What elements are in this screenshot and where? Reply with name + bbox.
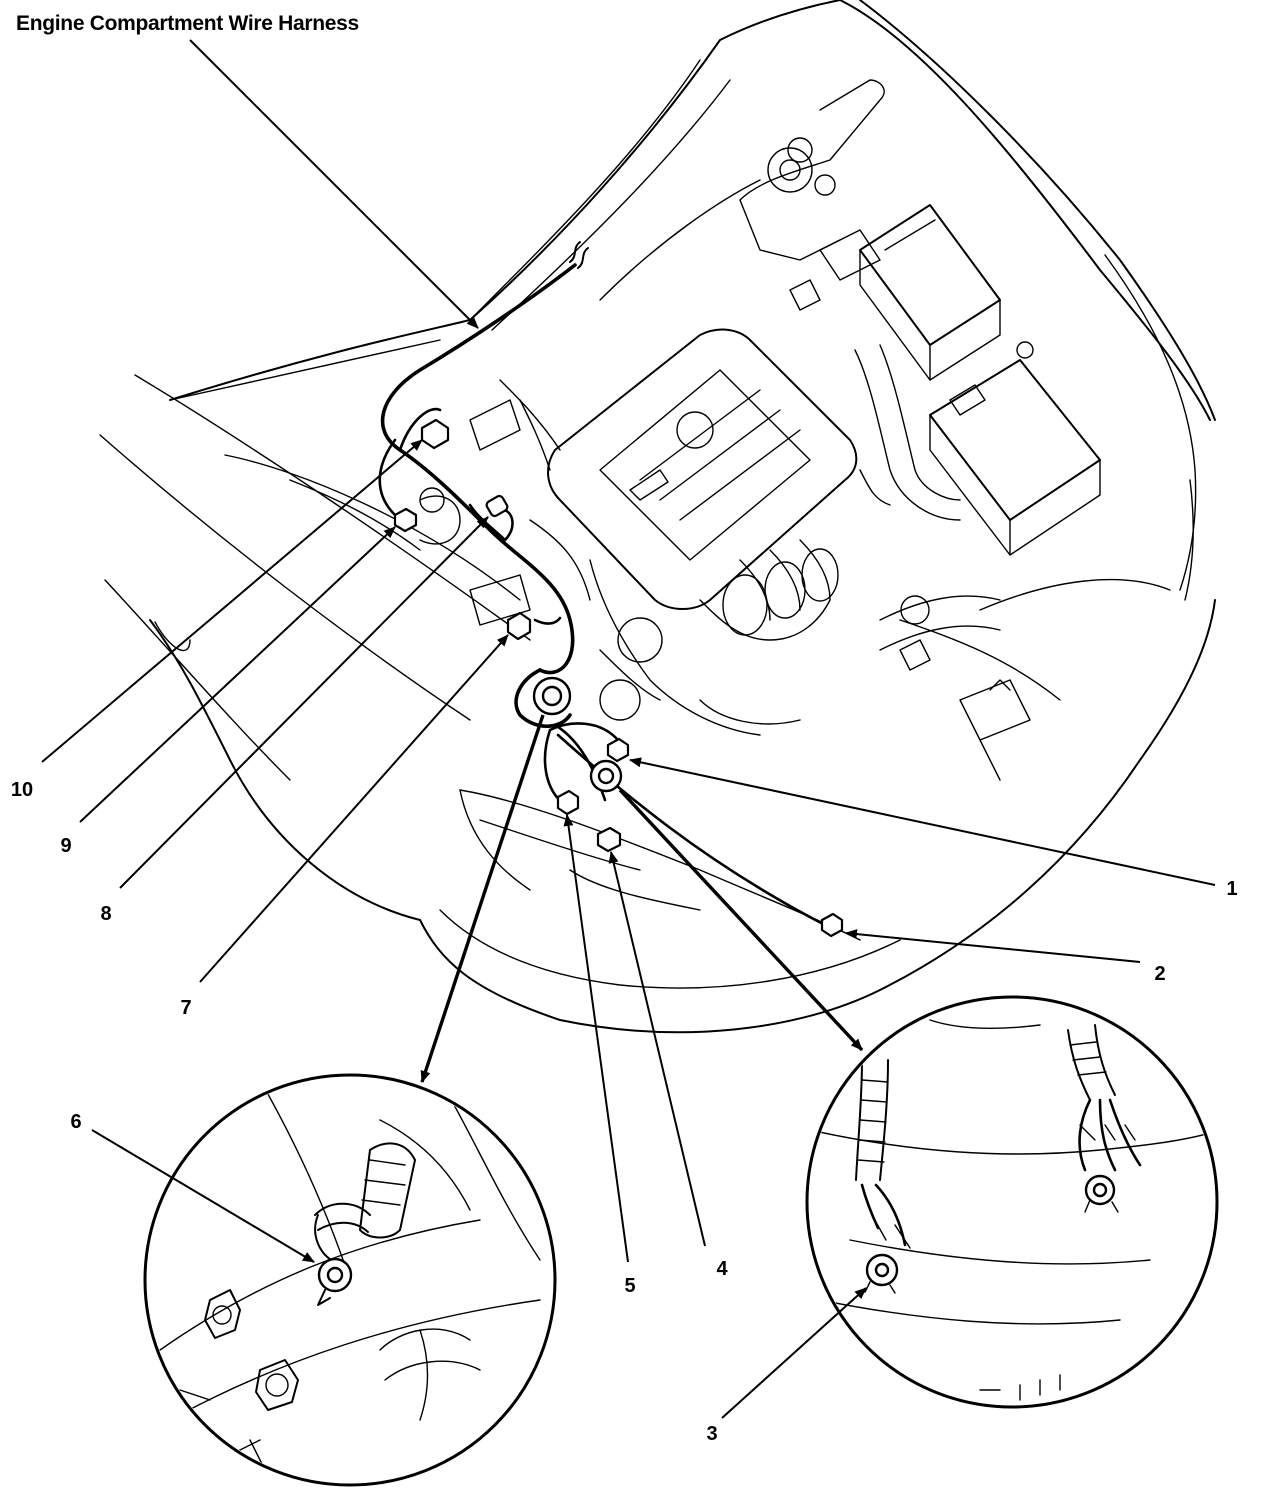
callout-9: 9 bbox=[60, 835, 71, 857]
connector-8 bbox=[485, 494, 509, 518]
leader-7 bbox=[199, 634, 509, 983]
ground-points bbox=[532, 676, 623, 793]
connector-group bbox=[393, 418, 844, 938]
leader-5 bbox=[563, 814, 629, 1263]
callout-leaders bbox=[41, 439, 1216, 1419]
leader-10 bbox=[41, 439, 423, 763]
callout-2: 2 bbox=[1154, 963, 1165, 985]
diagram-title: Engine Compartment Wire Harness bbox=[16, 12, 359, 35]
leader-6 bbox=[91, 1129, 315, 1263]
callout-5: 5 bbox=[624, 1275, 635, 1297]
vehicle-body-outline bbox=[99, 0, 1216, 1034]
callout-6: 6 bbox=[70, 1111, 81, 1133]
connector-2 bbox=[820, 912, 844, 938]
callout-7: 7 bbox=[180, 997, 191, 1019]
leader-3 bbox=[721, 1287, 867, 1419]
title-leader bbox=[189, 39, 479, 329]
connector-5 bbox=[556, 789, 580, 816]
engine-bay-detail bbox=[419, 79, 1101, 781]
connector-7 bbox=[506, 611, 532, 641]
callout-8: 8 bbox=[100, 903, 111, 925]
leader-4 bbox=[608, 851, 706, 1247]
leader-9 bbox=[79, 526, 396, 823]
leader-8 bbox=[119, 516, 489, 889]
detail-inset-ground-3 bbox=[805, 995, 1219, 1409]
connector-4 bbox=[596, 826, 622, 853]
callout-4: 4 bbox=[716, 1258, 728, 1280]
callout-3: 3 bbox=[706, 1423, 717, 1445]
connector-9 bbox=[393, 507, 418, 533]
detail-inset-ground-6 bbox=[143, 1073, 557, 1487]
leader-1 bbox=[629, 757, 1216, 886]
leader-2 bbox=[845, 929, 1141, 963]
callout-labels: 1 2 3 4 5 6 7 8 9 10 bbox=[11, 779, 1238, 1445]
callout-1: 1 bbox=[1226, 878, 1237, 900]
callout-10: 10 bbox=[11, 779, 33, 801]
connector-1 bbox=[606, 737, 630, 763]
inset-leader-left bbox=[420, 714, 545, 1083]
connector-10 bbox=[420, 418, 450, 450]
inset-leader-right bbox=[618, 788, 864, 1052]
